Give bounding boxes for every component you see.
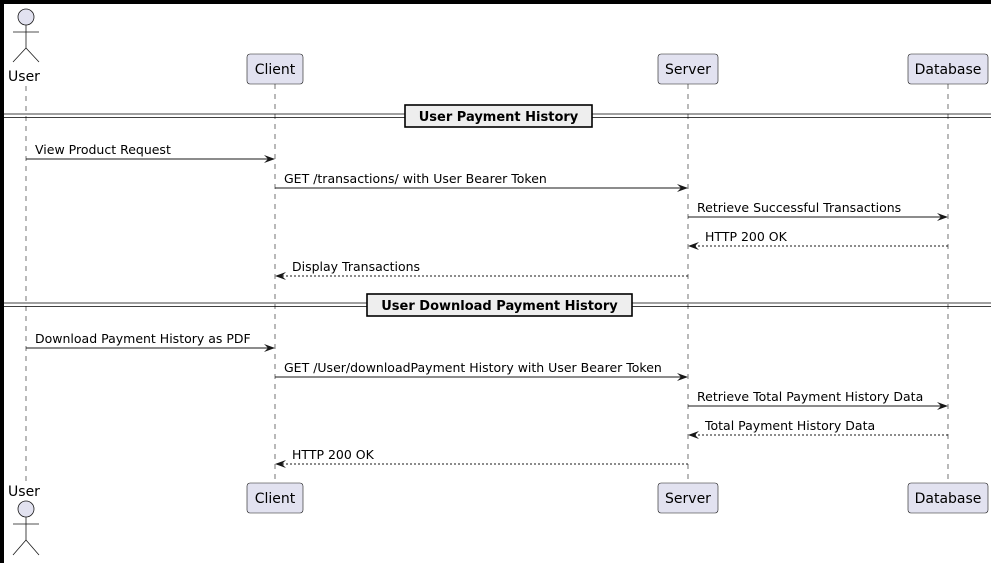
message-label: View Product Request xyxy=(35,142,171,157)
arrow-head-icon xyxy=(275,460,286,468)
arrow-head-icon xyxy=(688,431,699,439)
sequence-diagram-panel xyxy=(4,4,991,563)
participant-box-database-top xyxy=(907,53,989,85)
actor-icon-top xyxy=(12,8,40,63)
arrow-head-icon xyxy=(937,402,948,410)
arrow-head-icon xyxy=(677,184,688,192)
message-label: Retrieve Total Payment History Data xyxy=(697,389,923,404)
top-border xyxy=(0,0,991,4)
message-label: Total Payment History Data xyxy=(704,418,875,433)
message-label: Retrieve Successful Transactions xyxy=(697,200,901,215)
participant-box-server-top xyxy=(657,53,719,85)
actor-icon-bottom xyxy=(12,500,40,556)
arrow-head-icon xyxy=(275,272,286,280)
message-label: HTTP 200 OK xyxy=(705,229,788,244)
participant-label-client-bottom: Client xyxy=(255,491,296,507)
message-label: GET /User/downloadPayment History with U… xyxy=(284,360,662,375)
participant-label-bottom: User xyxy=(8,484,40,500)
participant-box-client-top xyxy=(246,53,304,85)
section-divider-box xyxy=(404,104,593,128)
message-label: Download Payment History as PDF xyxy=(35,331,251,346)
message-label: Display Transactions xyxy=(292,259,420,274)
participant-label-server-bottom: Server xyxy=(665,491,711,507)
message-label: HTTP 200 OK xyxy=(292,447,375,462)
left-border xyxy=(0,0,4,563)
participant-box-database-bottom xyxy=(907,482,989,514)
participant-label-database-top: Database xyxy=(915,62,982,78)
participant-box-server-bottom xyxy=(657,482,719,514)
participant-label-top: User xyxy=(8,69,40,85)
section-title: User Payment History xyxy=(419,110,579,125)
arrow-head-icon xyxy=(937,213,948,221)
section-divider-box xyxy=(366,293,633,317)
section-title: User Download Payment History xyxy=(381,299,618,314)
participant-label-database-bottom: Database xyxy=(915,491,982,507)
arrow-head-icon xyxy=(688,242,699,250)
message-label: GET /transactions/ with User Bearer Toke… xyxy=(284,171,547,186)
arrow-head-icon xyxy=(264,155,275,163)
arrow-head-icon xyxy=(264,344,275,352)
participant-label-client-top: Client xyxy=(255,62,296,78)
arrow-head-icon xyxy=(677,373,688,381)
participant-box-client-bottom xyxy=(246,482,304,514)
participant-label-server-top: Server xyxy=(665,62,711,78)
